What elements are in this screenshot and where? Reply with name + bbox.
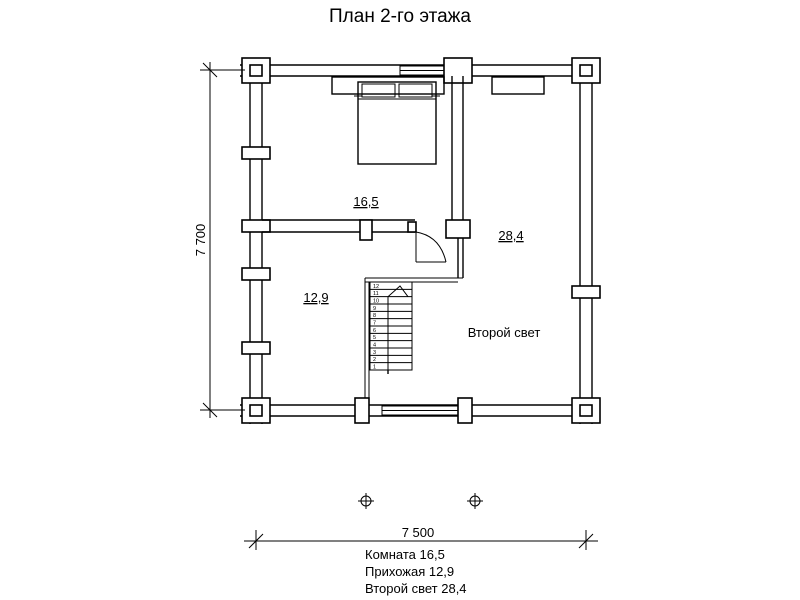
door-swing: [415, 231, 447, 263]
stair-step-number: 4: [373, 343, 376, 349]
height-dimension: [200, 62, 245, 418]
stair-step-number: 2: [373, 357, 376, 363]
axis-marker: [358, 493, 374, 509]
stair-step-number: 11: [373, 291, 379, 297]
bedroom-area-label: 16,5: [353, 194, 378, 209]
double-bed: [331, 76, 445, 165]
hall-area-label: 12,9: [303, 290, 328, 305]
stair-step-number: 1: [373, 365, 376, 371]
stair-step-number: 9: [373, 306, 376, 312]
stair-step-number: 8: [373, 313, 376, 319]
outer-walls: [240, 58, 600, 424]
stair-step-number: 7: [373, 321, 376, 327]
second-light-area-label: 28,4: [498, 228, 523, 243]
width-dimension-label: 7 500: [402, 525, 435, 540]
legend-item: Второй свет 28,4: [365, 581, 467, 596]
legend-item: Прихожая 12,9: [365, 564, 455, 579]
axis-marker: [467, 493, 483, 509]
stair-direction-line: [387, 285, 409, 370]
stair-step-number: 12: [373, 284, 379, 290]
wall-joints: [241, 57, 601, 424]
cabinet: [491, 76, 545, 95]
width-dimension: [244, 530, 598, 550]
windows: [381, 65, 459, 416]
stair-step-number: 3: [373, 350, 376, 356]
legend-item: Комната 16,5: [365, 547, 445, 562]
second-light-label: Второй свет: [468, 325, 541, 340]
height-dimension-label: 7 700: [193, 224, 208, 257]
page-title: План 2-го этажа: [329, 6, 471, 27]
interior-walls: [262, 76, 471, 398]
stair-step-number: 5: [373, 335, 376, 341]
stair-step-number: 10: [373, 299, 379, 305]
stair-step-number: 6: [373, 328, 376, 334]
area-legend: Комната 16,5 Прихожая 12,9 Второй свет 2…: [365, 546, 467, 597]
